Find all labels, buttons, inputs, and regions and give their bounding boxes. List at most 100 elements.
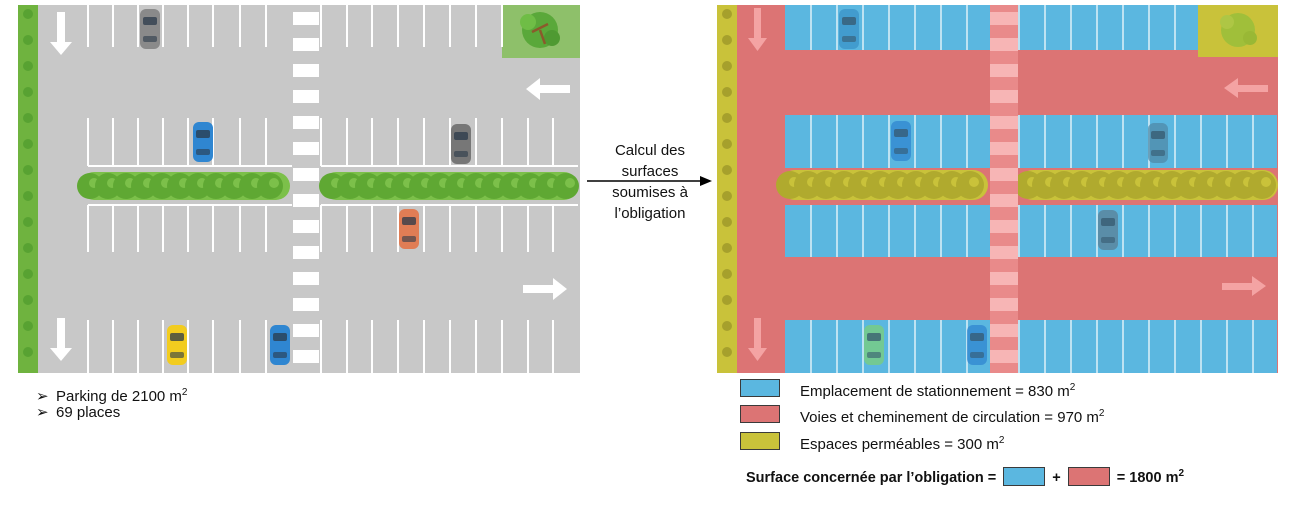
left-green-strip [18,5,38,373]
process-label-line: soumises à [612,184,688,201]
crosswalk-stripe [293,298,319,311]
car-windshield [1101,218,1115,226]
car-body [1148,123,1168,163]
crosswalk-stripe [990,220,1018,233]
crosswalk-stripe [293,350,319,363]
bush-highlight [269,178,279,188]
bush [722,139,732,149]
bush [722,217,732,227]
summary-equation: Surface concernée par l’obligation = + =… [746,462,1184,490]
car-windshield [867,333,881,341]
car-body [864,325,884,365]
car-rear-window [402,236,416,242]
summary-plus: + [1052,469,1061,486]
bush [23,191,33,201]
tree-icon [1220,13,1257,47]
bullet-text: 69 places [56,404,121,421]
crosswalk-stripe [990,38,1018,51]
legend-label-circulation: Voies et cheminement de circulation = 97… [800,408,1105,426]
crosswalk-stripe [990,350,1018,363]
bush [23,321,33,331]
bush [722,35,732,45]
permeable-strip-left [717,5,737,373]
summary-swatch-parking [1003,466,1046,486]
bush [722,87,732,97]
car-rear-window [1101,237,1115,243]
car-windshield [454,132,468,140]
bush [23,347,33,357]
car-windshield [1151,131,1165,139]
process-label-line: surfaces [621,163,679,180]
bush [722,295,732,305]
bush-highlight [1261,177,1271,187]
process-arrow [587,176,712,186]
legend-swatch-parking [740,379,780,397]
car-body [167,325,187,365]
arrow-down-icon [748,318,767,361]
car-windshield [196,130,210,138]
bush [722,243,732,253]
arrow-left-icon [1224,78,1268,98]
car-body [839,9,859,49]
arrow-left-icon [526,78,570,100]
car-rear-window [1151,150,1165,156]
bush [722,321,732,331]
car-windshield [273,333,287,341]
parked-cars [140,9,471,365]
crosswalk-stripe [293,220,319,233]
car-body [399,209,419,249]
summary-result: = 1800 m [1116,469,1179,486]
parking-zone [785,205,1277,257]
parked-cars-shaded [839,9,1168,365]
bush [722,269,732,279]
permeable-strip-bushes [722,9,732,357]
bush [23,269,33,279]
bush [722,9,732,19]
car-body [891,121,911,161]
crosswalk-stripe [293,194,319,207]
superscript: 2 [181,387,188,398]
crosswalk-stripe [990,64,1018,77]
crosswalk [293,12,319,363]
bullet-marker: ➢ [36,388,49,405]
crosswalk-stripe [293,12,319,25]
car-body [193,122,213,162]
summary-prefix: Surface concernée par l’obligation = [746,469,997,486]
bullet-marker: ➢ [36,404,49,421]
bush [23,165,33,175]
car-rear-window [867,352,881,358]
legend-label-permeable: Espaces perméables = 300 m2 [800,435,1005,453]
bush [23,243,33,253]
hedge-rows [77,172,579,200]
process-label: Calcul des surfaces soumises à l’obligat… [590,140,710,224]
bush [722,165,732,175]
arrow-down-icon [50,12,72,55]
crosswalk-stripe [990,116,1018,129]
bush [722,61,732,71]
car-icon [399,209,419,249]
arrow-down-icon [50,318,72,361]
crosswalk-stripe [293,324,319,337]
process-label-line: Calcul des [614,142,686,159]
arrow-right-icon [523,278,567,300]
car-rear-window [196,149,210,155]
car-icon [193,122,213,162]
permeable-hedges [776,170,1278,200]
bush [23,113,33,123]
bullet-item: ➢ 69 places [36,403,120,423]
bullet-item: ➢Parking de 2100 m2 [36,383,187,407]
car-icon [1098,210,1118,250]
car-rear-window [170,352,184,358]
crosswalk-stripe [293,168,319,181]
summary-swatch-circulation [1067,466,1110,486]
bush [23,9,33,19]
car-icon [167,325,187,365]
car-icon [864,325,884,365]
parking-zone [785,320,1277,373]
bush [722,113,732,123]
car-rear-window [273,352,287,358]
crosswalk-stripe [293,142,319,155]
crosswalk-stripe [990,272,1018,285]
arrow-right-icon [1222,276,1266,296]
